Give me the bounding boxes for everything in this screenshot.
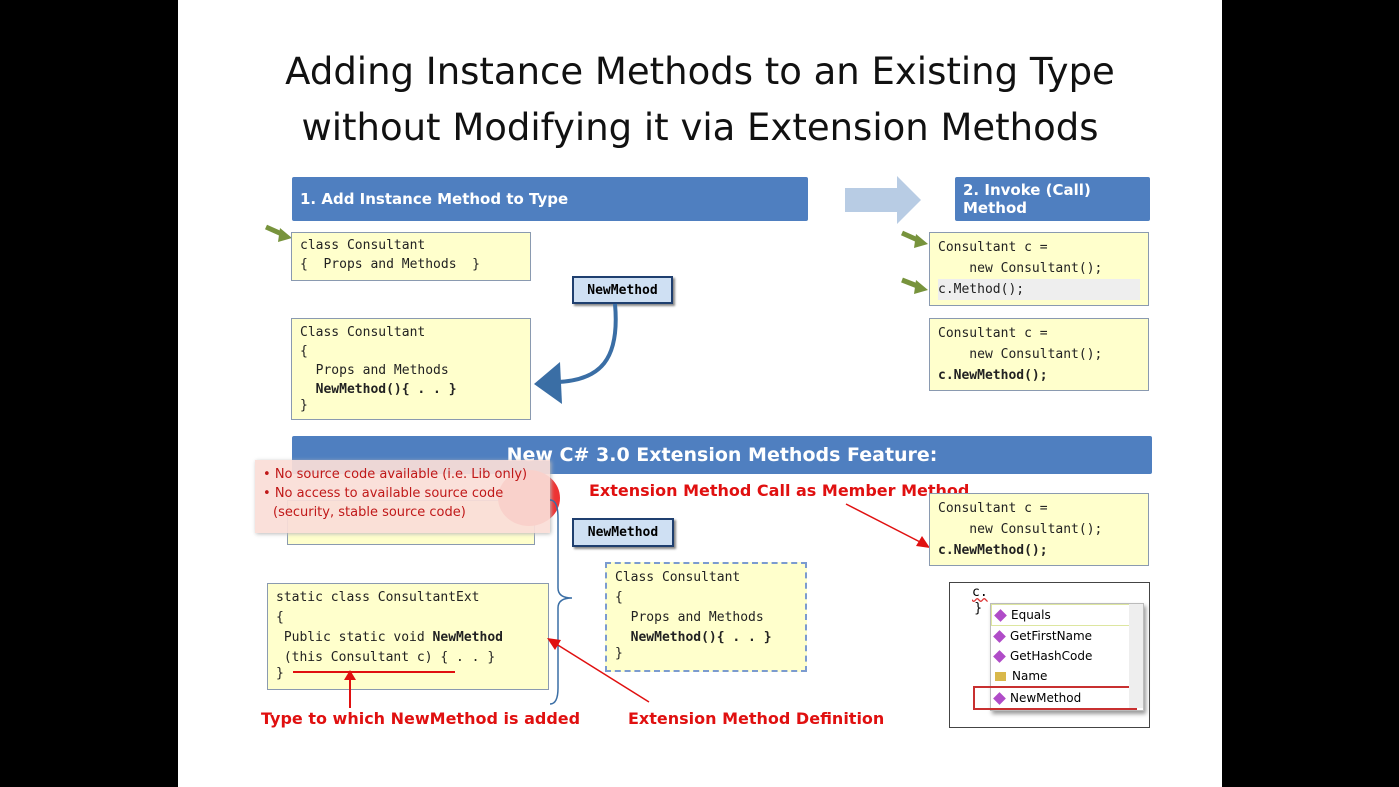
code-line: } xyxy=(276,666,284,681)
reason-item: • No access to available source code xyxy=(263,486,504,501)
slide-title-line2: without Modifying it via Extension Metho… xyxy=(301,106,1099,149)
code-line: NewMethod(){ . . } xyxy=(300,382,457,397)
reason-item: • No source code available (i.e. Lib onl… xyxy=(263,467,528,482)
code-text: Public static void xyxy=(276,630,433,645)
reason-text: No access to available source code xyxy=(274,486,504,501)
method-icon xyxy=(994,608,1007,622)
newmethod-box: NewMethod xyxy=(572,276,673,304)
invoke-code-3: Consultant c = new Consultant(); c.NewMet… xyxy=(929,493,1149,566)
code-line: c.NewMethod(); xyxy=(938,368,1048,383)
code-line: Consultant c = xyxy=(938,240,1048,255)
scrollbar[interactable] xyxy=(1129,604,1143,708)
brace-text: } xyxy=(974,601,983,616)
completion-item[interactable]: GetHashCode xyxy=(991,646,1143,666)
invoke-code-2: Consultant c = new Consultant(); c.NewMet… xyxy=(929,318,1149,391)
code-line: Consultant c = xyxy=(938,326,1048,341)
completion-item[interactable]: Name xyxy=(991,666,1143,686)
call-label: Extension Method Call as Member Method xyxy=(589,481,970,500)
code-class-modified: Class Consultant { Props and Methods NewM… xyxy=(291,318,531,420)
code-method-name: NewMethod xyxy=(432,630,503,645)
step2-header: 2. Invoke (Call) Method xyxy=(955,177,1150,221)
item-label: NewMethod xyxy=(1010,691,1082,705)
curved-arrow-icon xyxy=(534,303,618,404)
property-icon xyxy=(995,671,1006,681)
code-line: class Consultant xyxy=(300,238,426,253)
step1-header: 1. Add Instance Method to Type xyxy=(292,177,808,221)
item-label: GetFirstName xyxy=(1010,629,1093,643)
completion-item[interactable]: Equals xyxy=(991,604,1143,626)
code-line: Props and Methods xyxy=(615,610,764,625)
method-icon xyxy=(993,649,1006,663)
code-line: Public static void NewMethod xyxy=(276,628,540,648)
code-class-original: class Consultant { Props and Methods } xyxy=(291,232,531,281)
code-line: (this Consultant c) { . . } xyxy=(276,650,496,665)
code-line: } xyxy=(615,646,623,661)
code-line: Class Consultant xyxy=(300,325,426,340)
reason-text: No source code available (i.e. Lib only) xyxy=(274,467,528,482)
item-label: Name xyxy=(1012,669,1048,683)
brace-icon xyxy=(549,499,573,705)
intellisense-screenshot: c. } Equals GetFirstName GetHashCode Nam… xyxy=(949,582,1150,728)
code-line: { xyxy=(615,590,623,605)
completion-item[interactable]: GetFirstName xyxy=(991,626,1143,646)
code-line: NewMethod(){ . . } xyxy=(615,630,772,645)
method-icon xyxy=(993,629,1006,643)
reason-text: (security, stable source code) xyxy=(273,505,466,520)
code-line: { xyxy=(300,344,308,359)
extension-class-code: static class ConsultantExt { Public stati… xyxy=(267,583,549,690)
typed-text: c. xyxy=(972,585,988,600)
right-arrow-icon xyxy=(845,176,921,224)
newmethod-box-2: NewMethod xyxy=(572,518,674,547)
code-line: c.Method(); xyxy=(938,279,1140,300)
code-line: } xyxy=(300,398,308,413)
code-line: Consultant c = xyxy=(938,501,1048,516)
item-label: Equals xyxy=(1011,608,1051,622)
conceptual-class-code: Class Consultant { Props and Methods NewM… xyxy=(605,562,807,672)
pointer-arrow-icon xyxy=(264,224,292,242)
extension-method-icon xyxy=(993,691,1006,705)
code-line: { Props and Methods } xyxy=(300,257,481,272)
type-label: Type to which NewMethod is added xyxy=(261,709,581,728)
red-up-arrow-icon xyxy=(344,670,356,708)
definition-label: Extension Method Definition xyxy=(628,709,885,728)
type-underline xyxy=(293,671,455,673)
code-line: Class Consultant xyxy=(615,570,741,585)
invoke-code-1: Consultant c = new Consultant(); c.Method… xyxy=(929,232,1149,306)
code-line: c.NewMethod(); xyxy=(938,543,1048,558)
code-line: new Consultant(); xyxy=(938,522,1103,537)
code-line: static class ConsultantExt xyxy=(276,590,480,605)
item-label: GetHashCode xyxy=(1010,649,1093,663)
red-arrow-icon xyxy=(845,503,930,548)
code-line: Props and Methods xyxy=(300,363,449,378)
completion-list[interactable]: Equals GetFirstName GetHashCode Name New… xyxy=(973,603,1144,711)
completion-item-highlighted[interactable]: NewMethod xyxy=(973,686,1137,710)
code-line: new Consultant(); xyxy=(938,347,1103,362)
code-line: { xyxy=(276,610,284,625)
pointer-arrows-icon xyxy=(900,230,928,294)
red-arrow-definition-icon xyxy=(547,638,650,703)
slide-title-line1: Adding Instance Methods to an Existing T… xyxy=(285,50,1115,93)
limitations-callout: • No source code available (i.e. Lib onl… xyxy=(255,460,550,533)
code-line: new Consultant(); xyxy=(938,261,1103,276)
